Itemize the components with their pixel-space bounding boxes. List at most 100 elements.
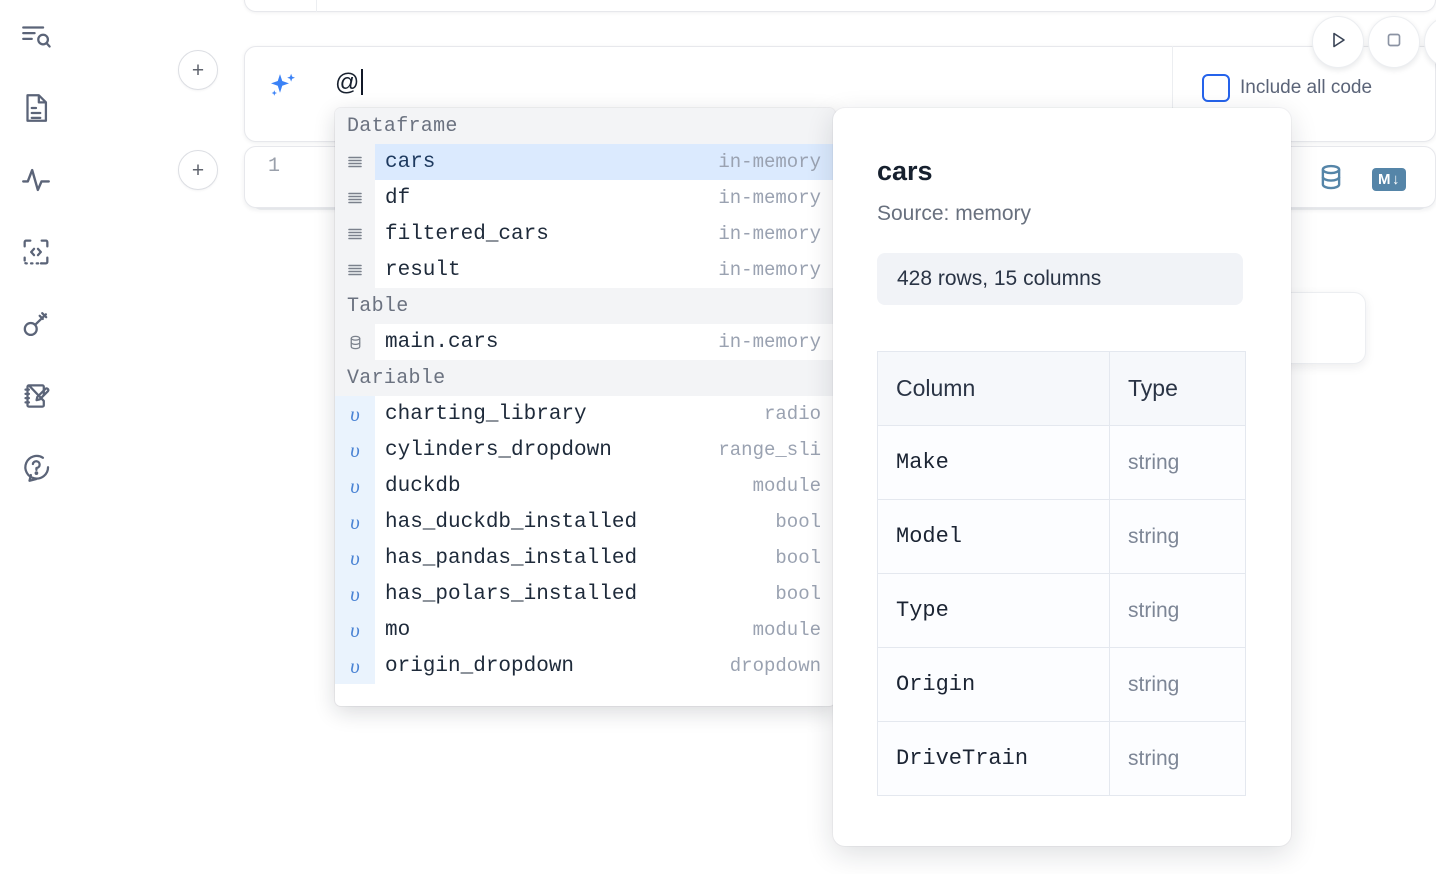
dataframe-icon bbox=[335, 180, 375, 216]
plus-icon: + bbox=[191, 58, 205, 82]
stop-button[interactable] bbox=[1368, 16, 1420, 68]
play-icon bbox=[1326, 28, 1350, 57]
cell-above-clipped[interactable] bbox=[244, 0, 1436, 12]
dropdown-item-name: charting_library bbox=[385, 402, 587, 426]
add-cell-button-top[interactable]: + bbox=[178, 50, 218, 90]
dropdown-item[interactable]: result in-memory bbox=[335, 252, 835, 288]
dropdown-item-name: has_duckdb_installed bbox=[385, 510, 638, 534]
dropdown-item[interactable]: υ has_duckdb_installed bool bbox=[335, 504, 835, 540]
detail-title: cars bbox=[877, 156, 933, 186]
detail-shape-badge: 428 rows, 15 columns bbox=[877, 253, 1243, 305]
table-db-icon bbox=[335, 324, 375, 360]
dropdown-item-kind: range_sli bbox=[718, 439, 821, 461]
variable-icon: υ bbox=[335, 648, 375, 684]
column-name-cell: Make bbox=[877, 425, 1110, 500]
sidebar-item-search-outline[interactable] bbox=[14, 14, 58, 58]
variable-icon: υ bbox=[335, 540, 375, 576]
column-type-cell: string bbox=[1109, 499, 1246, 574]
variable-icon: υ bbox=[335, 396, 375, 432]
document-icon bbox=[19, 91, 53, 125]
include-all-code-row[interactable]: Include all code bbox=[1202, 74, 1372, 102]
sidebar-rail bbox=[0, 0, 72, 874]
column-name-cell: DriveTrain bbox=[877, 721, 1110, 796]
dropdown-item[interactable]: main.cars in-memory bbox=[335, 324, 835, 360]
dropdown-item-kind: in-memory bbox=[718, 259, 821, 281]
dropdown-group-header: Table bbox=[335, 288, 835, 324]
dataframe-icon bbox=[335, 144, 375, 180]
dropdown-item-name: mo bbox=[385, 618, 411, 642]
variable-icon: υ bbox=[335, 504, 375, 540]
dropdown-item-name: cars bbox=[385, 150, 436, 174]
dropdown-item-kind: bool bbox=[775, 511, 821, 533]
sidebar-item-document[interactable] bbox=[14, 86, 58, 130]
include-all-code-checkbox[interactable] bbox=[1202, 74, 1230, 102]
dropdown-item[interactable]: υ cylinders_dropdown range_sli bbox=[335, 432, 835, 468]
dropdown-item-kind: module bbox=[752, 475, 821, 497]
dropdown-item-name: cylinders_dropdown bbox=[385, 438, 612, 462]
dropdown-item-kind: in-memory bbox=[718, 331, 821, 353]
code-line-number: 1 bbox=[268, 155, 281, 178]
dropdown-item[interactable]: υ origin_dropdown dropdown bbox=[335, 648, 835, 684]
detail-source: Source: memory bbox=[877, 202, 1032, 225]
code-cell-icons: M↓ bbox=[1316, 162, 1406, 197]
dropdown-item-kind: in-memory bbox=[718, 223, 821, 245]
dropdown-item-name: df bbox=[385, 186, 411, 210]
ai-prompt-value: @ bbox=[335, 69, 360, 96]
dropdown-item[interactable]: df in-memory bbox=[335, 180, 835, 216]
dropdown-item-name: main.cars bbox=[385, 330, 499, 354]
dropdown-item-kind: radio bbox=[763, 403, 821, 425]
column-type-cell: string bbox=[1109, 721, 1246, 796]
sidebar-item-activity[interactable] bbox=[14, 158, 58, 202]
database-icon[interactable] bbox=[1316, 162, 1346, 197]
cell-above-divider bbox=[316, 0, 317, 12]
variable-icon: υ bbox=[335, 612, 375, 648]
dataframe-icon bbox=[335, 216, 375, 252]
dropdown-group-header: Dataframe bbox=[335, 108, 835, 144]
dropdown-item-kind: in-memory bbox=[718, 187, 821, 209]
dropdown-group-header: Variable bbox=[335, 360, 835, 396]
dropdown-item-name: filtered_cars bbox=[385, 222, 549, 246]
dropdown-item-name: origin_dropdown bbox=[385, 654, 575, 678]
stop-square-icon bbox=[1383, 29, 1405, 56]
dropdown-item-kind: dropdown bbox=[729, 655, 821, 677]
dropdown-item-name: result bbox=[385, 258, 461, 282]
dropdown-item-kind: bool bbox=[775, 547, 821, 569]
add-cell-button-bottom[interactable]: + bbox=[178, 150, 218, 190]
search-outline-icon bbox=[19, 19, 53, 53]
dropdown-item[interactable]: υ charting_library radio bbox=[335, 396, 835, 432]
dataframe-detail-panel: cars Source: memory 428 rows, 15 columns… bbox=[833, 108, 1291, 846]
column-name-cell: Origin bbox=[877, 647, 1110, 722]
dropdown-item-name: has_polars_installed bbox=[385, 582, 638, 606]
sidebar-item-snippets[interactable] bbox=[14, 230, 58, 274]
sidebar-item-secrets[interactable] bbox=[14, 302, 58, 346]
dropdown-item-kind: bool bbox=[775, 583, 821, 605]
run-button[interactable] bbox=[1312, 16, 1364, 68]
ai-prompt-input[interactable]: @ bbox=[335, 69, 363, 97]
dropdown-item-name: duckdb bbox=[385, 474, 461, 498]
variable-icon: υ bbox=[335, 432, 375, 468]
text-caret bbox=[360, 69, 363, 95]
dropdown-item[interactable]: filtered_cars in-memory bbox=[335, 216, 835, 252]
sidebar-item-scratchpad[interactable] bbox=[14, 374, 58, 418]
activity-icon bbox=[19, 163, 53, 197]
variable-icon: υ bbox=[335, 468, 375, 504]
notebook-edit-icon bbox=[19, 379, 53, 413]
include-all-code-label: Include all code bbox=[1240, 77, 1373, 98]
sidebar-item-help[interactable] bbox=[14, 446, 58, 490]
markdown-badge[interactable]: M↓ bbox=[1372, 168, 1406, 191]
code-snippets-icon bbox=[19, 235, 53, 269]
table-column-header: Column bbox=[877, 351, 1110, 426]
sparkle-icon bbox=[265, 69, 301, 105]
dataframe-icon bbox=[335, 252, 375, 288]
plus-icon: + bbox=[191, 158, 205, 182]
